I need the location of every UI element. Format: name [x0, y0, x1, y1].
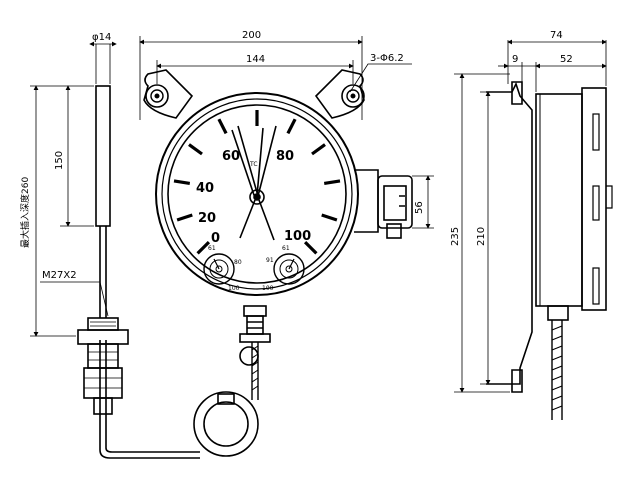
mounting-lug-right: [314, 69, 365, 119]
scale-label-80: 80: [276, 149, 294, 164]
dim-side-mount-height: 210: [476, 227, 487, 246]
mounting-lug-left: [143, 69, 194, 119]
dial-tick: [311, 143, 326, 156]
front-dimension-lines: [30, 36, 434, 337]
dim-junction-box: 56: [414, 201, 425, 214]
dim-insertion-depth: 最大插入深度260: [19, 177, 31, 248]
gauge-bezel: [155, 92, 359, 296]
side-bracket: [486, 81, 533, 385]
subdial-labels: 61 80 100 91 61 100: [208, 245, 290, 292]
scale-label-40: 40: [196, 181, 214, 196]
dim-bulb-length: 150: [54, 151, 65, 170]
scale-label-0: 0: [211, 231, 220, 246]
capillary-coil: [99, 340, 259, 459]
dial-tick: [321, 213, 338, 222]
dim-hole-spacing: 144: [246, 54, 265, 65]
bottom-connector: [239, 305, 271, 400]
dim-tube-diameter: φ14: [92, 32, 111, 43]
dial-tick: [176, 213, 193, 222]
dim-side-flange: 9: [512, 54, 518, 65]
dial-tick: [188, 143, 203, 156]
subdial-left-label-1: 61: [208, 245, 216, 252]
dial-tick: [217, 118, 228, 135]
side-dimension-lines: [454, 39, 607, 393]
scale-label-60: 60: [222, 149, 240, 164]
subdial-left-label-3: 100: [228, 285, 240, 292]
dial-tick: [323, 179, 341, 185]
subdial-right: [273, 253, 305, 285]
needle-set: [231, 125, 277, 241]
dial-tick: [286, 118, 297, 135]
subdial-left: [203, 253, 235, 285]
dim-side-height-total: 235: [450, 227, 461, 246]
dim-thread: M27X2: [42, 270, 77, 281]
subdial-right-label-3: 100: [262, 285, 274, 292]
junction-box: [354, 169, 413, 239]
dim-side-depth-total: 74: [550, 30, 563, 41]
temperature-probe: [77, 85, 129, 415]
dial-scale-labels: 0 20 40 60 80 100 TC: [196, 149, 311, 246]
subdial-left-label-2: 80: [234, 259, 242, 266]
subdial-right-label-1: 91: [266, 257, 274, 264]
dial-center-mark: TC: [249, 161, 258, 168]
dial-tick: [303, 240, 318, 255]
dial-major-ticks: [173, 110, 341, 255]
scale-label-100: 100: [284, 229, 311, 244]
dial-tick: [173, 179, 191, 185]
dim-holes: 3-Φ6.2: [370, 53, 404, 64]
dimension-labels: φ14 200 144 3-Φ6.2 150 最大插入深度260 M27X2 5…: [19, 30, 573, 281]
side-view: [486, 81, 613, 420]
dim-side-body: 52: [560, 54, 573, 65]
scale-label-20: 20: [198, 211, 216, 226]
dim-overall-width: 200: [242, 30, 261, 41]
subdial-right-label-2: 61: [282, 245, 290, 252]
front-view: [77, 69, 413, 459]
dial-tick: [196, 240, 211, 255]
